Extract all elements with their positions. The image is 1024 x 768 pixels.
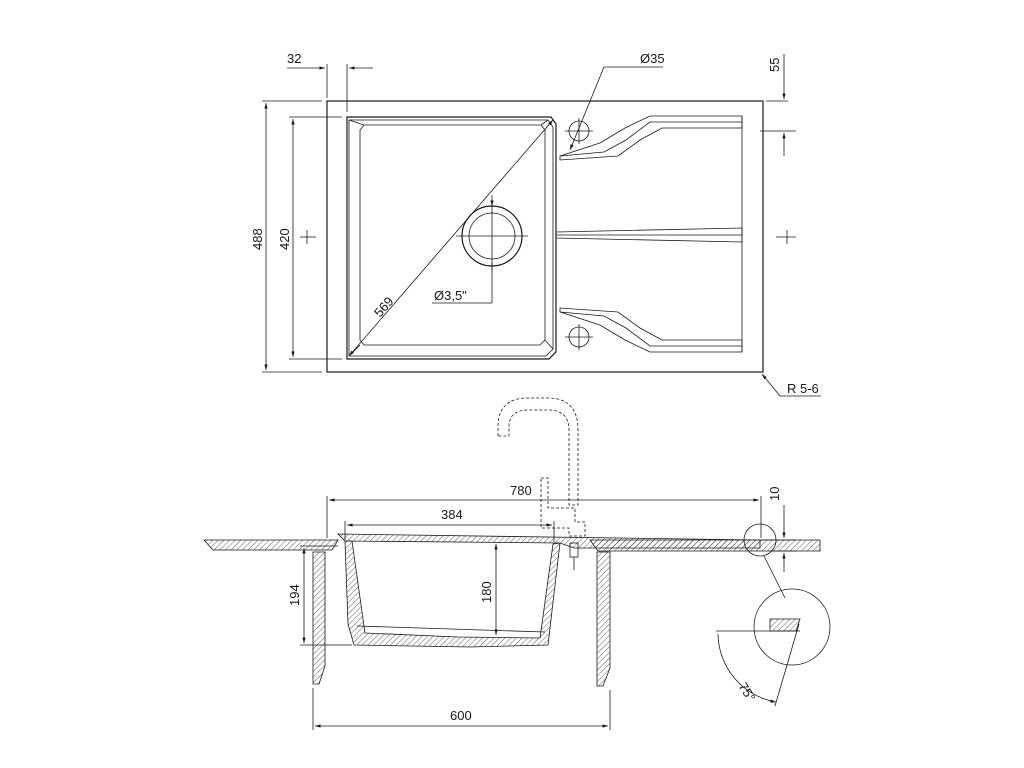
cabinet-side-left xyxy=(312,551,326,685)
angle-arc xyxy=(717,633,777,703)
overall-depth-label: 488 xyxy=(250,228,265,250)
top-offset-label: 32 xyxy=(287,51,301,66)
sink-outline xyxy=(326,100,764,373)
outlet-label: Ø3,5" xyxy=(434,288,467,303)
radius-leader xyxy=(761,373,781,397)
cabinet-side-right xyxy=(596,551,611,687)
diagonal-dimension-line xyxy=(348,119,554,357)
bowl-outline xyxy=(346,116,557,360)
detail-view-circle xyxy=(753,588,831,666)
countertop-left xyxy=(203,539,339,551)
edge-depth-label: 55 xyxy=(767,58,782,72)
diagonal-label: 569 xyxy=(371,294,397,320)
bowl-depth-label: 420 xyxy=(277,228,292,250)
section-view: 780 384 10 180 194 600 75° xyxy=(203,397,831,730)
drain-hole-label: Ø35 xyxy=(640,51,665,66)
rim-section xyxy=(337,533,761,549)
cabinet-width-label: 600 xyxy=(450,708,472,723)
rim-thickness-label: 10 xyxy=(767,487,782,501)
plan-view: 569 Ø3,5" 488 420 32 Ø35 55 xyxy=(250,51,821,397)
bowl-section xyxy=(344,540,561,648)
faucet-outline xyxy=(497,397,579,506)
hole-leader xyxy=(569,66,605,151)
detail-marker-circle xyxy=(743,523,777,557)
corner-radius-label: R 5-6 xyxy=(787,381,819,396)
bowl-width-label: 384 xyxy=(441,507,463,522)
bowl-height-outer-label: 194 xyxy=(287,584,302,606)
bowl-height-inner-label: 180 xyxy=(479,581,494,603)
overall-width-label: 780 xyxy=(510,483,532,498)
